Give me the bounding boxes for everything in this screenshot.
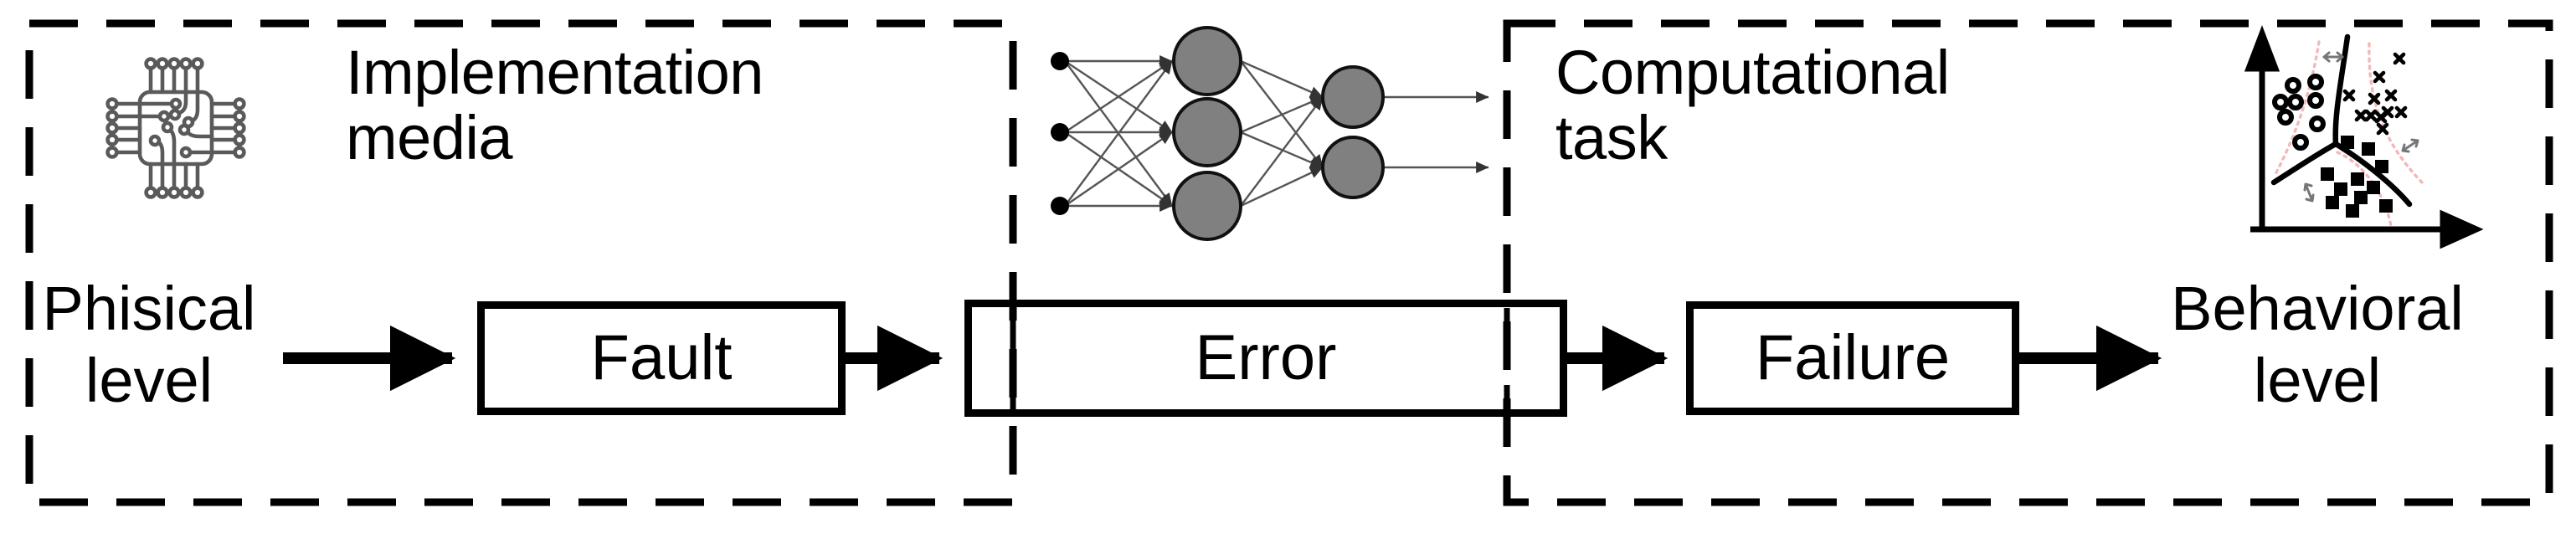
class-filled-squares — [2321, 136, 2393, 218]
implementation-media-zone-border — [25, 19, 1017, 506]
physical-level-label: Phisical level — [23, 276, 275, 413]
class-open-circles — [2272, 74, 2326, 151]
fault-box-label: Fault — [590, 322, 733, 394]
behavioral-level-line2: level — [2253, 345, 2382, 415]
computational-task-label: Computational task — [1555, 38, 1950, 172]
margin-arrows — [2303, 51, 2419, 203]
computational-task-zone-border — [1503, 19, 2553, 506]
physical-level-line1: Phisical — [42, 274, 256, 343]
margin-curves — [2274, 40, 2425, 228]
class-crosses — [2342, 52, 2408, 136]
nn-output-nodes — [1321, 65, 1385, 199]
implementation-media-label: Implementation media — [346, 38, 764, 172]
fault-box[interactable]: Fault — [477, 301, 846, 415]
error-box-label: Error — [1195, 322, 1337, 394]
error-box[interactable]: Error — [964, 300, 1567, 417]
classification-scatter-plot-icon — [2244, 25, 2484, 249]
chip-icon — [105, 57, 246, 199]
failure-box[interactable]: Failure — [1686, 301, 2019, 415]
behavioral-level-line1: Behavioral — [2171, 274, 2464, 343]
failure-box-label: Failure — [1755, 322, 1951, 394]
neural-network-icon — [1051, 26, 1489, 241]
behavioral-level-label: Behavioral level — [2133, 276, 2501, 413]
physical-level-line2: level — [85, 345, 213, 415]
nn-hidden-nodes — [1172, 26, 1242, 241]
plot-axes — [2244, 25, 2484, 249]
decision-boundary — [2270, 33, 2413, 208]
nn-input-nodes — [1051, 52, 1069, 215]
